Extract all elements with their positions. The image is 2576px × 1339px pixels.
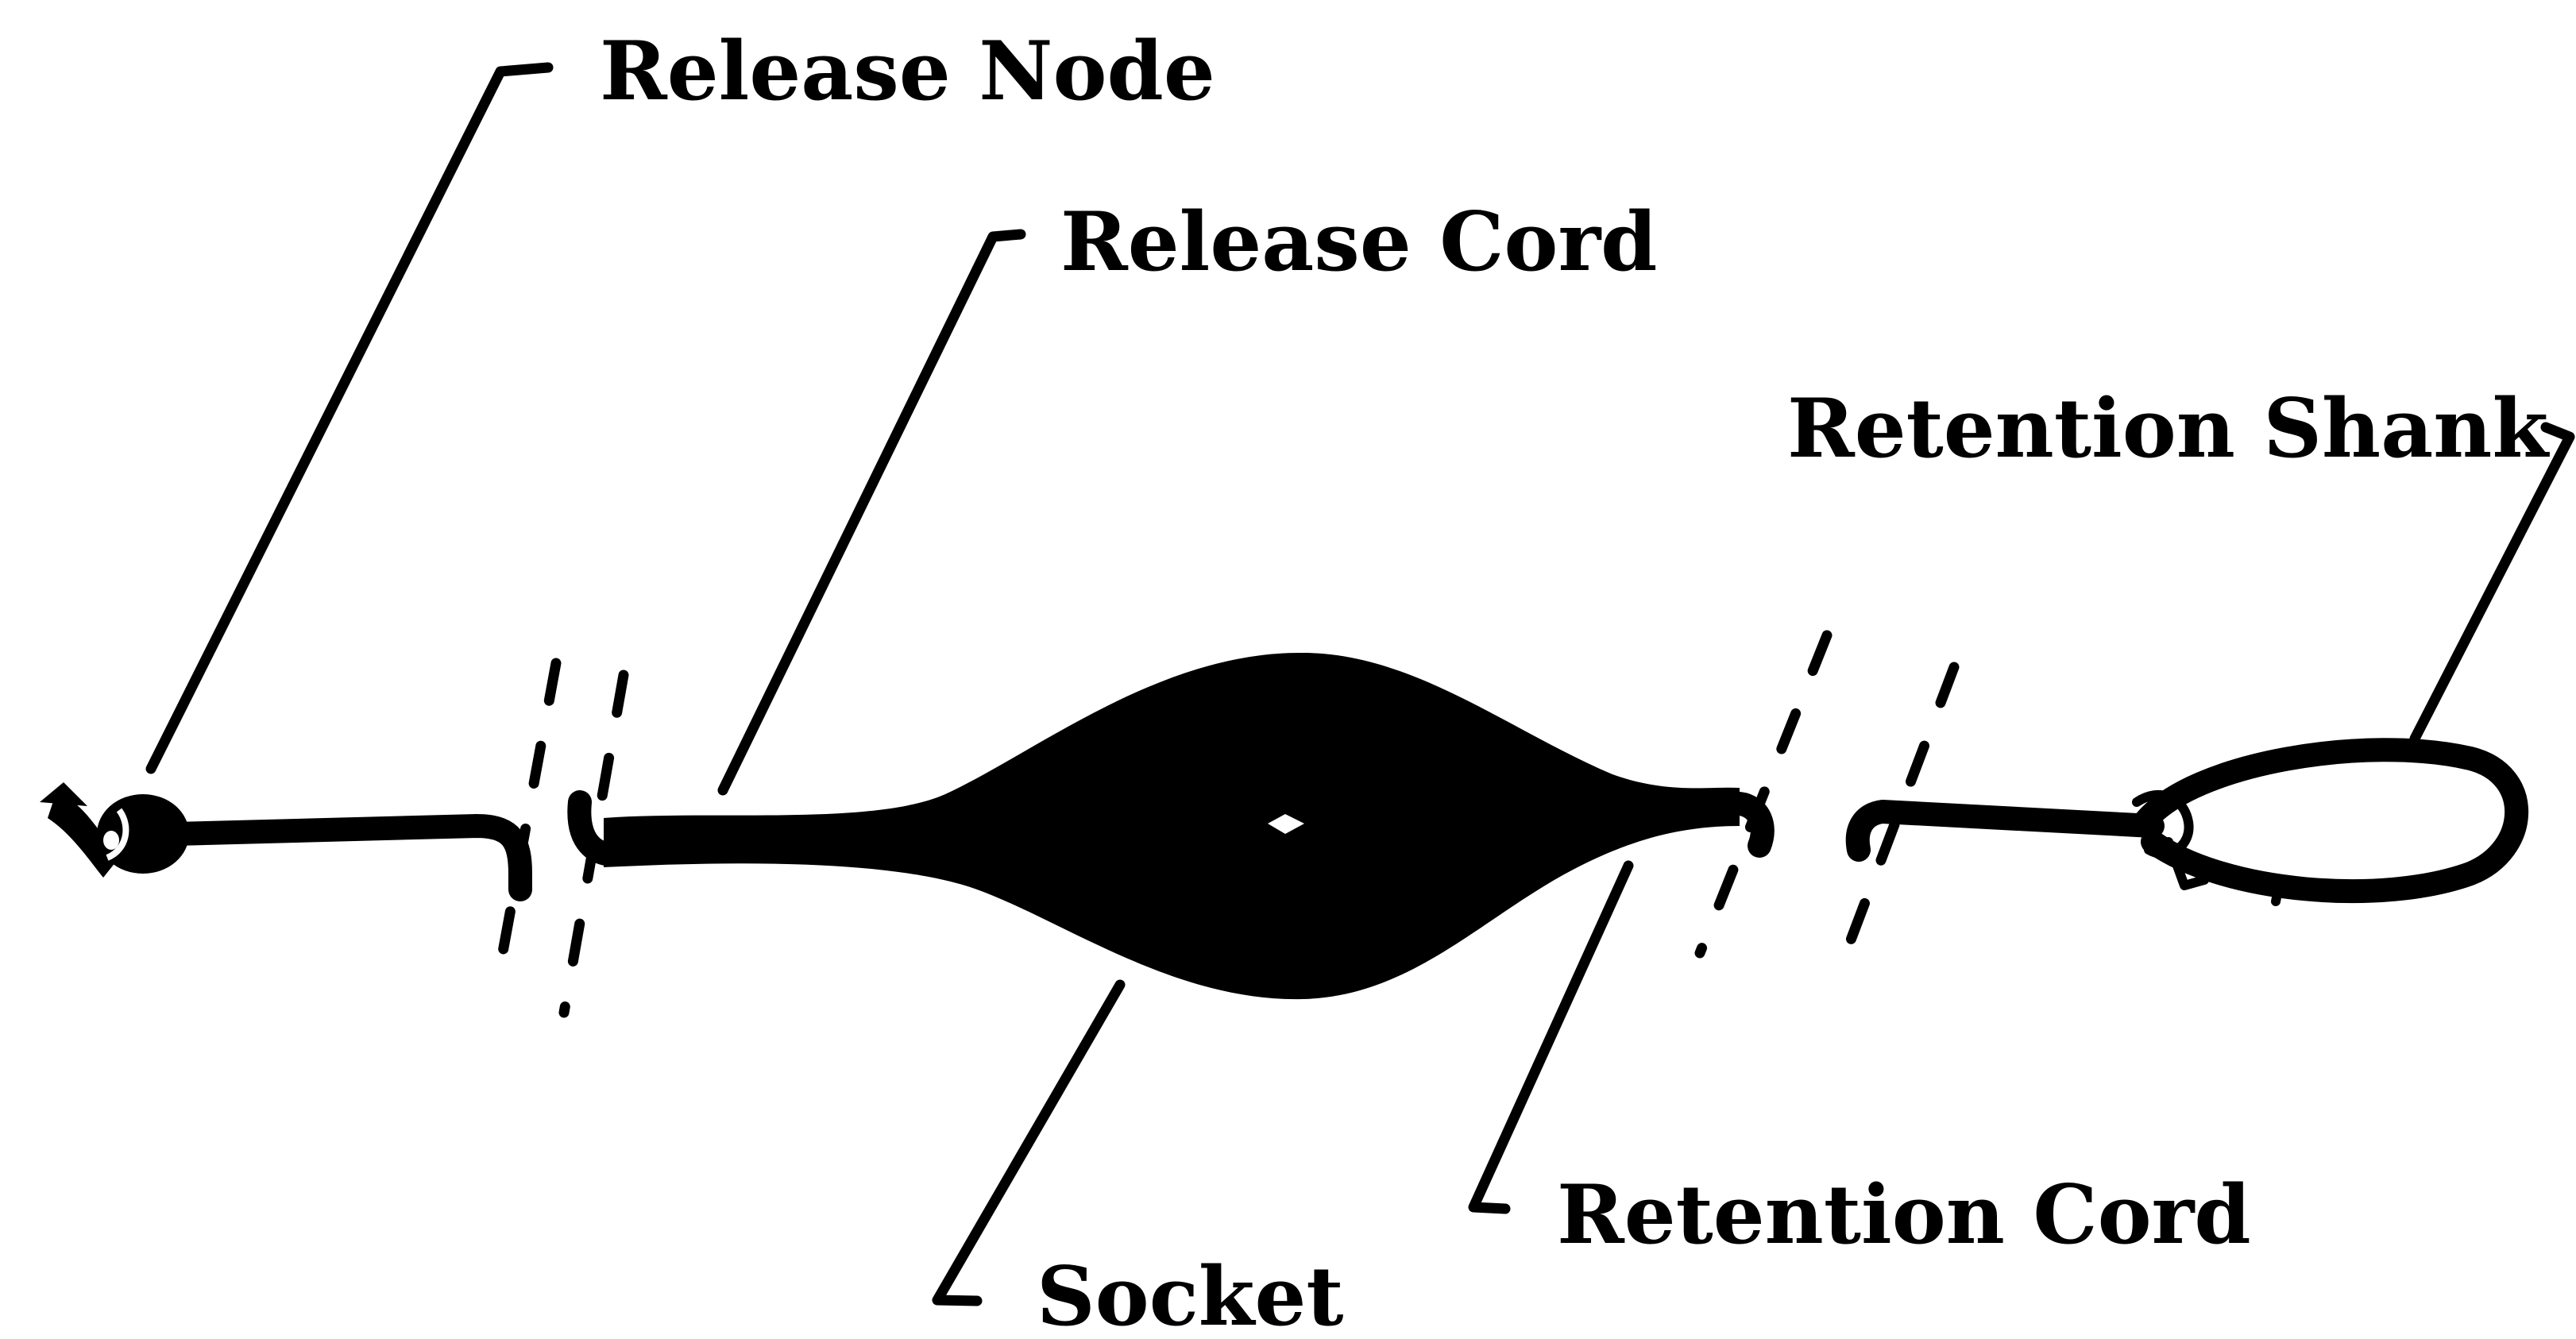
break-line-right-outer (1694, 630, 1833, 959)
retention-cord-label: Retention Cord (1557, 1167, 2251, 1263)
retention-shank-label: Retention Shank (1787, 381, 2550, 477)
retention-cord-right-segment (1845, 800, 2165, 862)
release-cord-left-segment (163, 814, 532, 901)
release-cord-label: Release Cord (1060, 195, 1658, 290)
break-line-right-inner (1837, 662, 1960, 967)
socket-leader (932, 979, 1126, 1306)
release-cord-leader (717, 229, 1026, 796)
socket-pouch (604, 652, 1740, 1000)
release-node-knot (40, 782, 189, 878)
socket-label: Socket (1037, 1249, 1343, 1339)
break-line-left-outer (495, 658, 562, 970)
release-node-leader (145, 62, 554, 774)
retention-shank-leader (2409, 422, 2575, 744)
retention-shank-loop (2132, 738, 2529, 906)
retention-cord-leader (1468, 860, 1634, 1214)
socket-hole (1268, 814, 1304, 834)
release-node-label: Release Node (600, 24, 1215, 119)
